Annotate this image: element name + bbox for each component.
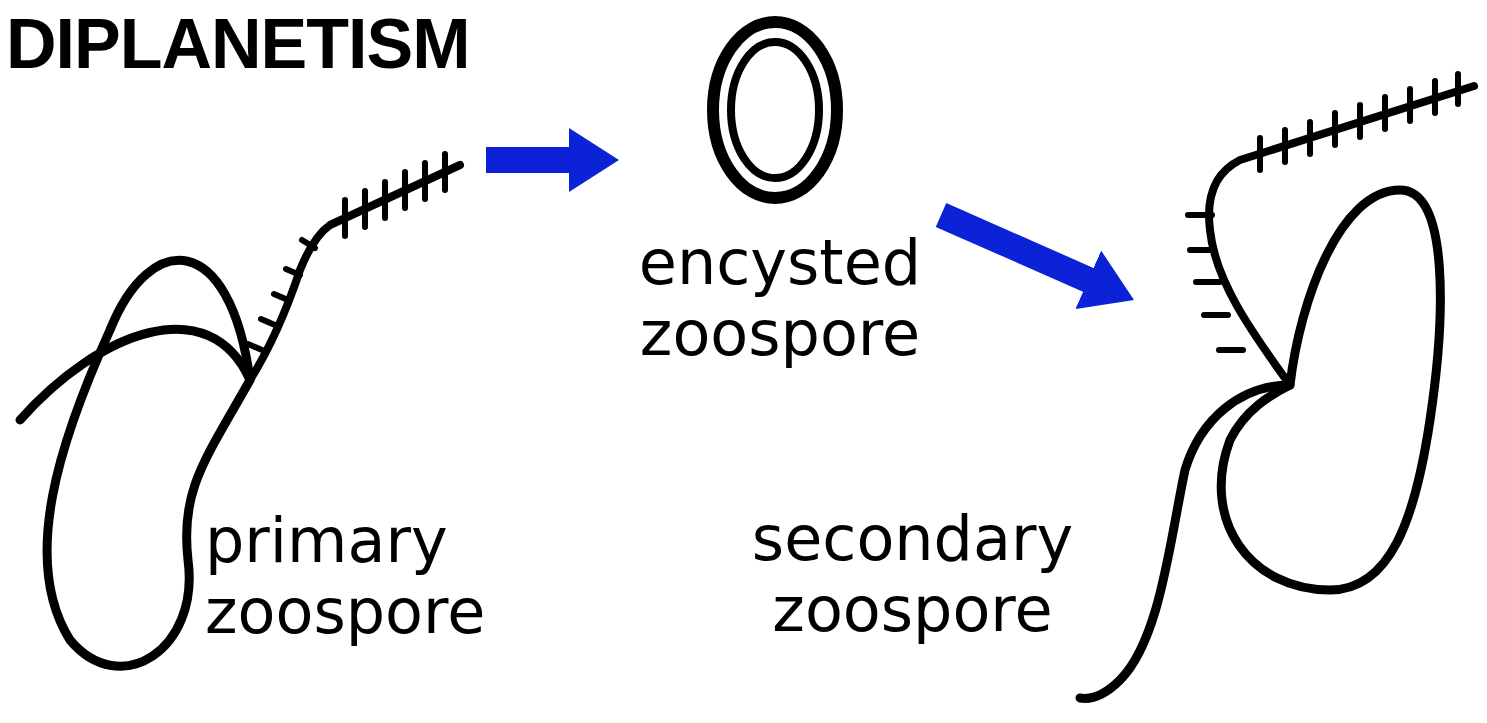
stage-label: encysted zoospore <box>625 227 935 370</box>
flagellum-hairs <box>248 154 445 350</box>
cyst-wall-outer <box>713 22 837 198</box>
transition-arrow <box>486 147 577 173</box>
zoospore-node: secondary zoospore <box>1140 60 1482 710</box>
stage-label: primary zoospore <box>205 505 497 648</box>
secondary-zoospore-drawing <box>1080 74 1474 698</box>
whiplash-flagellum <box>20 329 250 420</box>
zoospore-node: primary zoospore <box>0 110 480 710</box>
zoospore-node: encysted zoospore <box>625 15 935 470</box>
whiplash-flagellum <box>1080 385 1290 698</box>
cyst-wall-inner <box>731 42 819 178</box>
encysted-zoospore-drawing <box>713 22 837 198</box>
diagram-title: DIPLANETISM <box>6 6 469 83</box>
stage-label: secondary zoospore <box>740 503 1085 646</box>
transition-arrow <box>941 215 1096 283</box>
tinsel-flagellum <box>250 165 460 380</box>
tinsel-flagellum <box>1209 86 1474 385</box>
flagellum-hairs <box>1188 74 1458 350</box>
